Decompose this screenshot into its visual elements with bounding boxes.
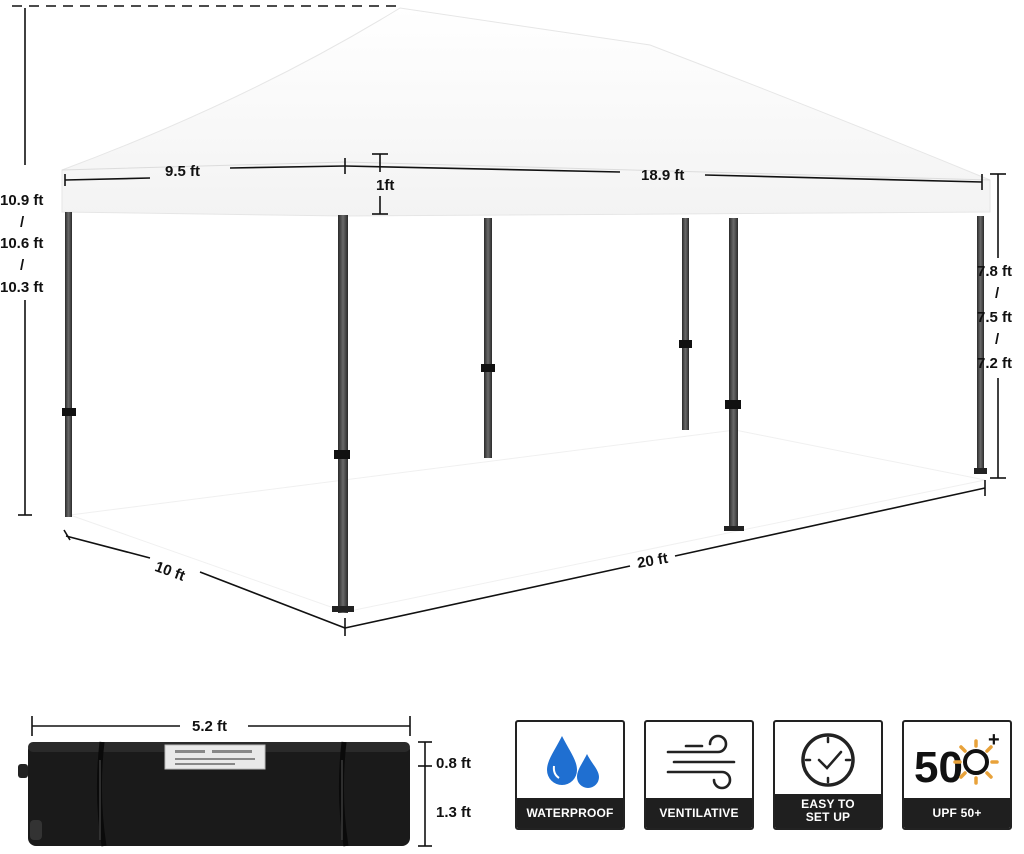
total-height-label-1: 10.9 ft [0,192,43,209]
floor-area [69,429,986,613]
canopy-frame [62,212,987,613]
leg-height-label-1: 7.8 ft [977,263,1012,280]
upf-badge-number: 50 [914,743,963,792]
feature-ventilative-label: VENTILATIVE [646,798,752,828]
feature-easy-setup-line-1: EASY TO [801,797,855,811]
leg-height-label-2: 7.5 ft [977,309,1012,326]
feature-waterproof: WATERPROOF [515,720,625,830]
base-length-label: 20 ft [636,550,669,572]
feature-easy-setup-line-2: SET UP [805,810,851,824]
leg-height-sep-2: / [995,331,1000,348]
wind-icon [666,734,736,790]
carry-bag [18,741,410,847]
roof-length-label: 18.9 ft [641,167,684,184]
leg-height-sep-1: / [995,285,1000,302]
feature-upf: 50 + UPF 50+ [902,720,1012,830]
total-height-sep-1: / [20,214,25,231]
roof-width-label: 9.5 ft [165,163,200,180]
leg-height-label-3: 7.2 ft [977,355,1012,372]
bag-height-bottom-label: 1.3 ft [436,804,471,821]
clock-icon [801,733,855,787]
canopy-roof [61,7,991,217]
feature-ventilative: VENTILATIVE [644,720,754,830]
dimension-lines [12,5,1006,847]
total-height-sep-2: / [20,257,25,274]
upf-badge-plus: + [988,729,1000,751]
total-height-label-2: 10.6 ft [0,235,43,252]
sun-icon: 50 + [914,729,1000,792]
total-height-label-3: 10.3 ft [0,279,43,296]
valance-label: 1ft [376,177,394,194]
water-drops-icon [547,736,599,788]
feature-waterproof-label: WATERPROOF [517,798,623,828]
bag-height-top-label: 0.8 ft [436,755,471,772]
bag-length-label: 5.2 ft [192,718,227,735]
feature-upf-label: UPF 50+ [904,798,1010,828]
base-width-label: 10 ft [152,558,187,585]
